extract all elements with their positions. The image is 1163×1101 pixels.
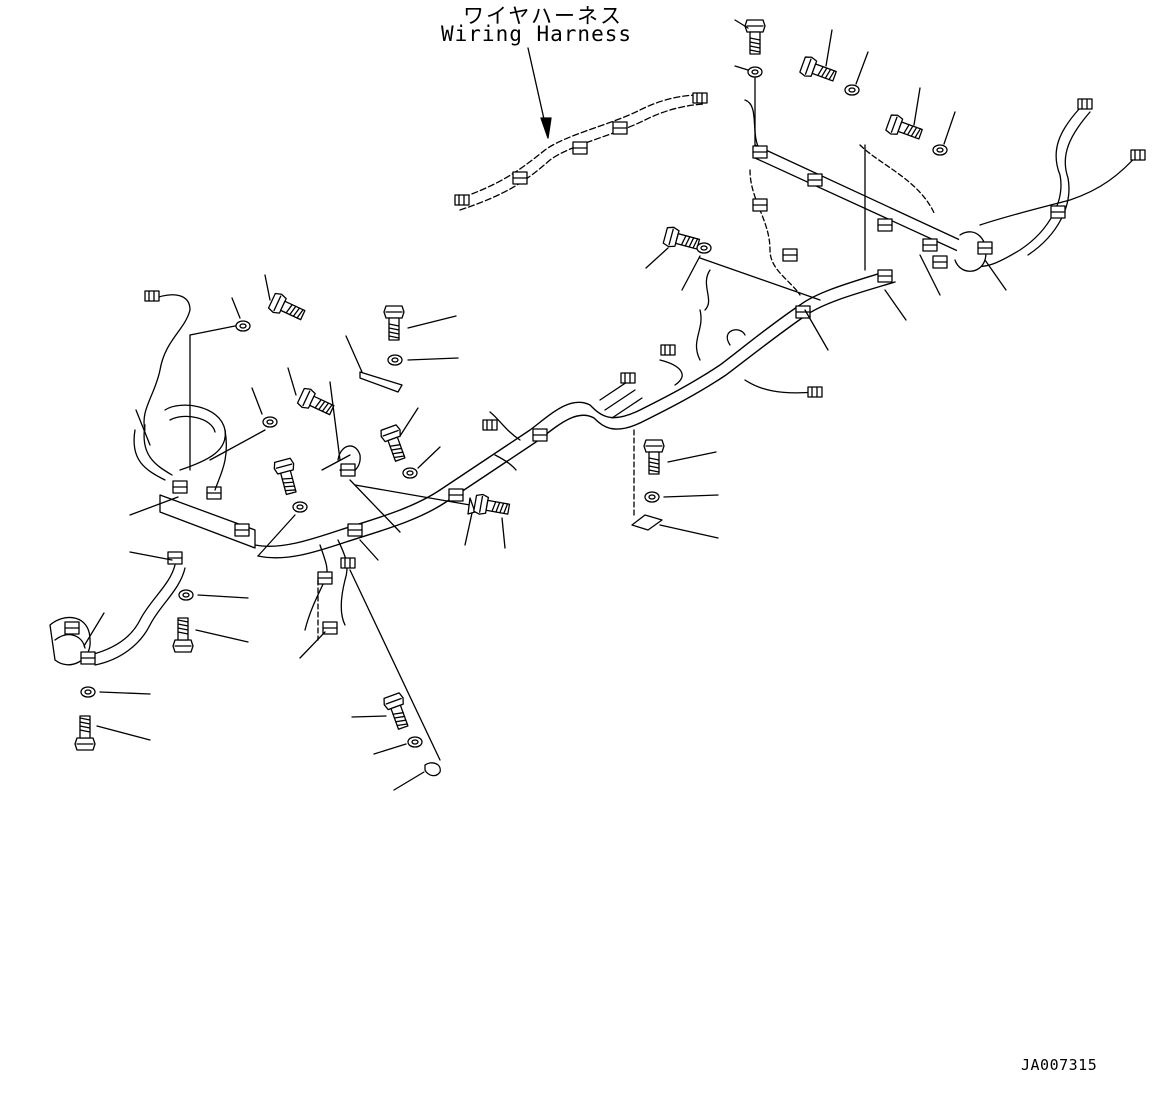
harness-title-japanese: ワイヤハーネス — [463, 4, 623, 28]
title-leader-arrow — [527, 47, 552, 139]
washer-icon — [292, 501, 308, 513]
hex-bolt-icon — [74, 715, 96, 751]
washer-icon — [644, 491, 660, 503]
hex-bolt-icon — [643, 439, 665, 475]
clamp-icon — [877, 269, 893, 283]
clamp-icon — [932, 255, 948, 269]
lower-hanging-branch — [299, 539, 441, 761]
connector-icon — [340, 557, 356, 569]
clamp-icon — [572, 141, 588, 155]
drawing-number: JA007315 — [1021, 1056, 1098, 1074]
harness-title-english: Wiring Harness — [441, 22, 633, 46]
clamp-icon — [922, 238, 938, 252]
clamp-icon — [167, 551, 183, 565]
connector-icon — [144, 290, 160, 302]
connector-icon — [1130, 149, 1146, 161]
washer-icon — [932, 144, 948, 156]
clamp-icon — [347, 523, 363, 537]
washer-icon — [844, 84, 860, 96]
clamp-icon — [1050, 205, 1066, 219]
clamp-icon — [977, 241, 993, 255]
hex-bolt-icon — [884, 112, 925, 145]
clamp-icon — [752, 198, 768, 212]
clamp-icon — [80, 651, 96, 665]
connector-icon — [807, 386, 823, 398]
upper-harness-branch — [454, 92, 708, 211]
washer-icon — [80, 686, 96, 698]
hex-bolt-icon — [378, 423, 411, 464]
hex-bolt-icon — [744, 19, 766, 55]
left-lower-harness — [49, 551, 186, 666]
washer-icon — [235, 320, 251, 332]
connector-icon — [620, 372, 636, 384]
washer-icon — [696, 242, 712, 254]
clamp-icon — [752, 145, 768, 159]
washer-icon — [262, 416, 278, 428]
right-harness-loops — [932, 98, 1146, 272]
clamp-icon — [340, 463, 356, 477]
upper-frame-rail — [744, 99, 961, 253]
clamp-icon — [64, 621, 80, 635]
clamp-icon — [807, 173, 823, 187]
clamp-icon — [532, 428, 548, 442]
clamp-icon — [206, 486, 222, 500]
hex-bolt-icon — [172, 617, 194, 653]
hex-bolt-icon — [383, 305, 405, 341]
hex-bolt-icon — [272, 457, 302, 497]
clamp-icon — [512, 171, 528, 185]
hex-bolt-icon — [662, 225, 702, 255]
hex-bolt-icon — [472, 492, 512, 520]
connector-icon — [454, 194, 470, 206]
clamp-icon — [317, 571, 333, 585]
connector-icon — [692, 92, 708, 104]
clamp-icon — [172, 480, 188, 494]
washer-icon — [178, 589, 194, 601]
left-harness-assembly — [133, 290, 266, 549]
clamp-icon — [877, 218, 893, 232]
hex-bolt-icon — [381, 691, 414, 732]
clamp-icon — [782, 248, 798, 262]
middle-dashed-branch — [749, 144, 936, 296]
clamp-icon — [448, 488, 464, 502]
clamp-icon — [234, 523, 250, 537]
hex-bolt-icon — [798, 54, 839, 87]
connector-icon — [1077, 98, 1093, 110]
center-clamp-assembly — [321, 381, 512, 561]
clamp-icon — [612, 121, 628, 135]
washer-icon — [407, 736, 423, 748]
hex-bolt-icon — [267, 291, 308, 325]
hex-bolt-icon — [296, 386, 337, 420]
connector-icon — [660, 344, 676, 356]
washer-icon — [387, 354, 403, 366]
main-harness-trunk — [254, 269, 896, 559]
washer-icon — [747, 66, 763, 78]
connector-icon — [482, 419, 498, 431]
washer-icon — [402, 467, 418, 479]
